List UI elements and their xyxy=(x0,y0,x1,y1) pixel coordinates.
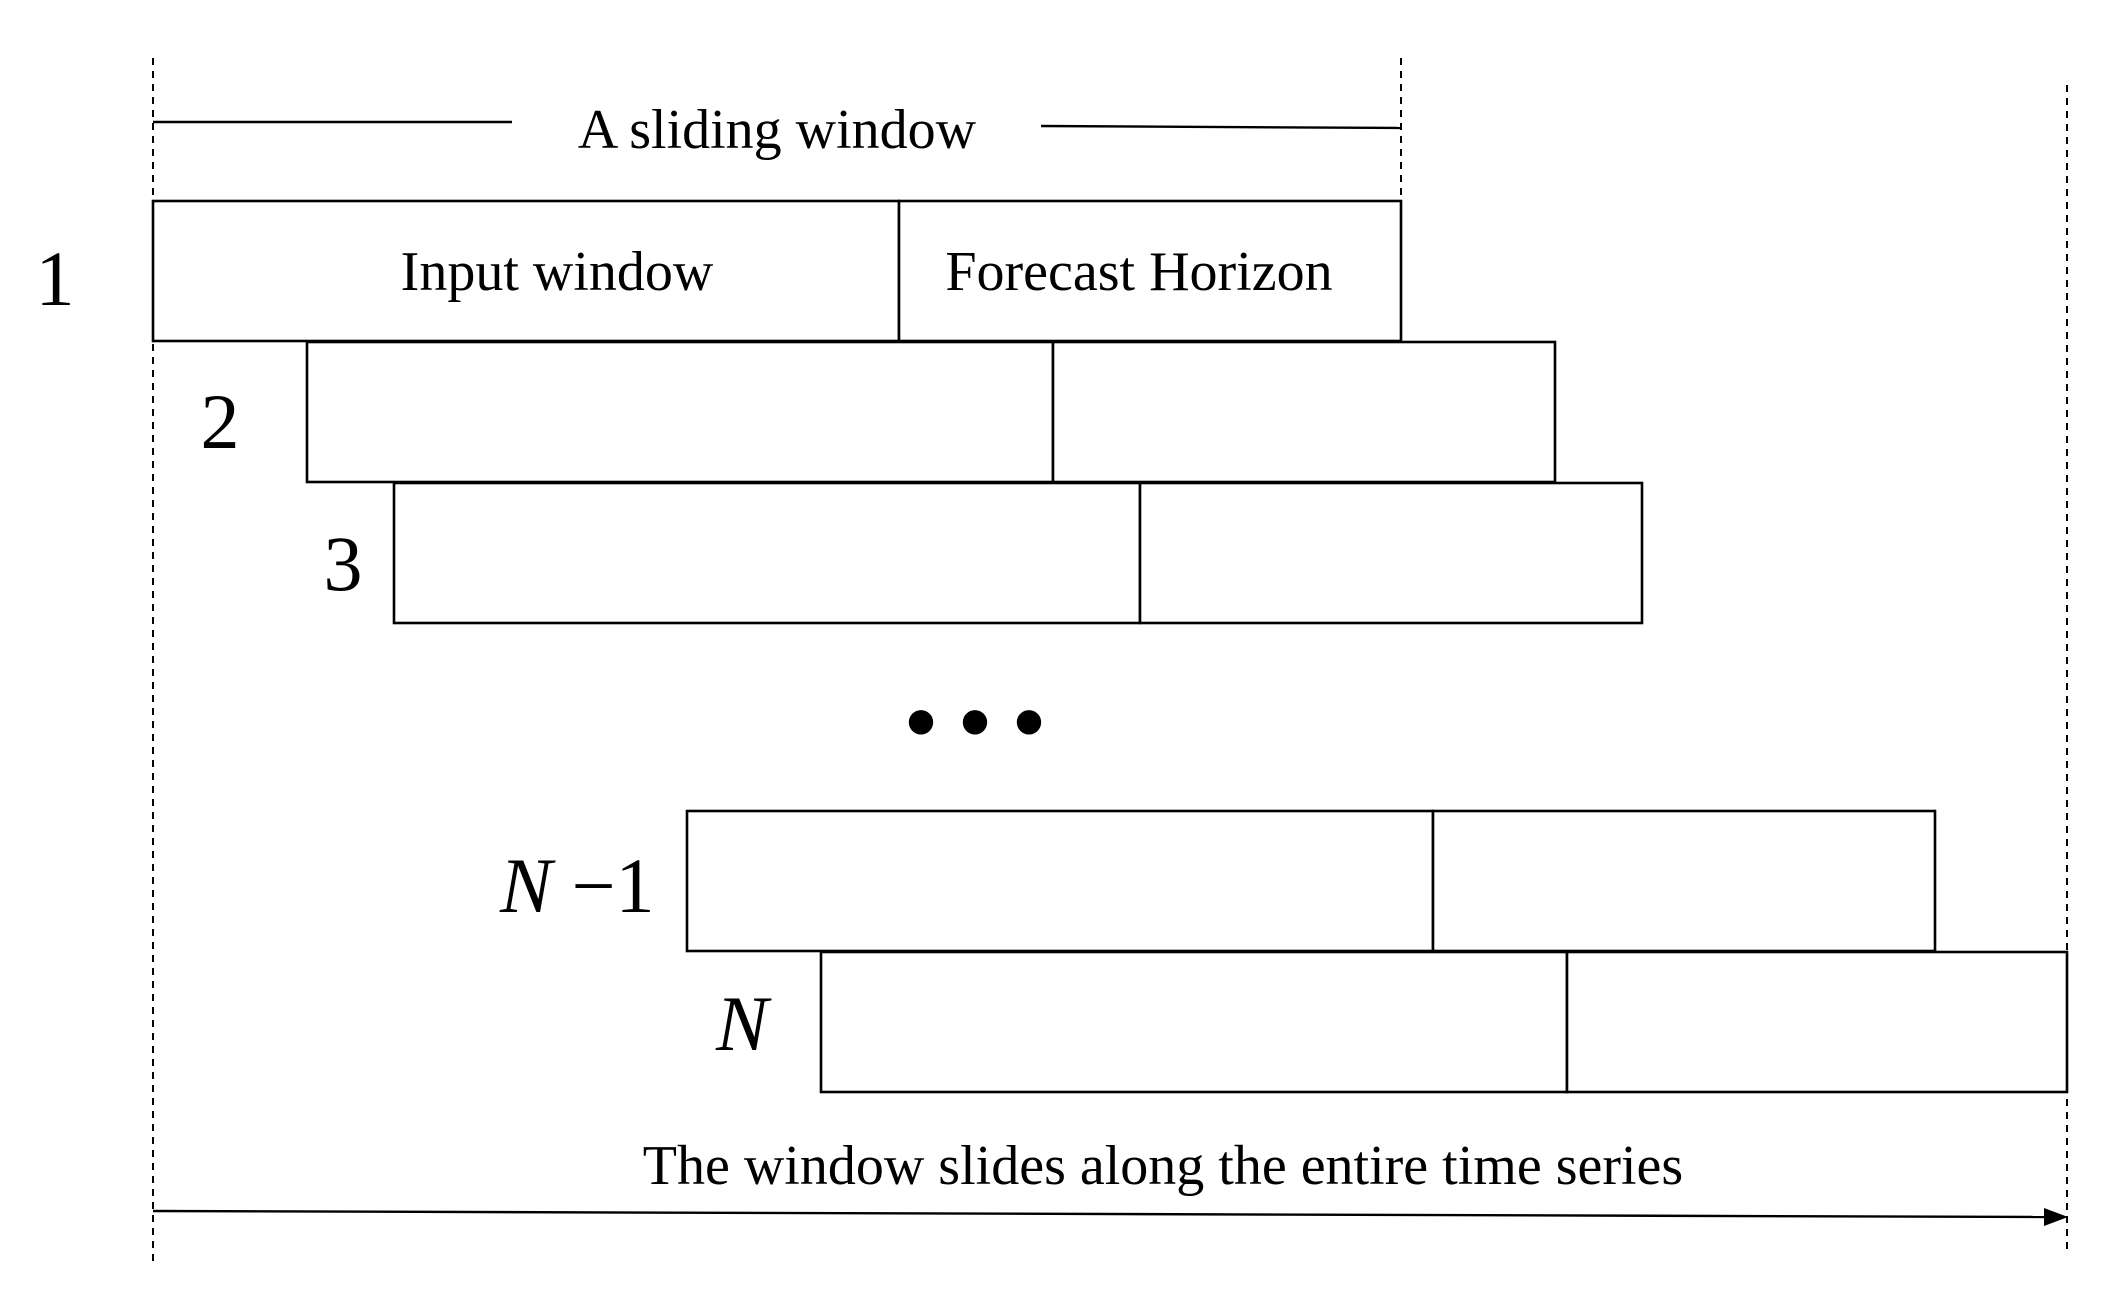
row-label-minus-one: −1 xyxy=(552,842,655,929)
slides-along-series-caption: The window slides along the entire time … xyxy=(643,1135,1683,1197)
window-row-n-minus-1: N −1 xyxy=(499,809,1937,953)
input-window-box xyxy=(819,950,1569,1094)
time-series-arrow-shaft xyxy=(152,1209,2051,1219)
row-label-n-symbol: N xyxy=(499,842,556,929)
window-row-1: Input window Forecast Horizon 1 xyxy=(36,199,1403,343)
input-window-label: Input window xyxy=(401,241,714,303)
row-label-1: 1 xyxy=(36,235,75,322)
ellipsis: • • • xyxy=(905,673,1045,772)
forecast-horizon-box xyxy=(1138,481,1644,625)
sliding-window-caption: A sliding window xyxy=(578,99,977,161)
window-row-2: 2 xyxy=(201,340,1557,484)
forecast-horizon-box xyxy=(1051,340,1557,484)
time-series-arrowhead-icon xyxy=(2044,1208,2068,1226)
window-row-3: 3 xyxy=(324,481,1644,625)
sliding-window-span-right xyxy=(1040,124,1402,130)
row-label-3: 3 xyxy=(324,520,363,607)
row-label-2: 2 xyxy=(201,378,240,465)
forecast-horizon-box xyxy=(1431,809,1937,953)
forecast-horizon-box xyxy=(1565,950,2069,1094)
input-window-box xyxy=(685,809,1435,953)
row-label-n: N xyxy=(715,980,772,1067)
forecast-horizon-label: Forecast Horizon xyxy=(945,241,1332,303)
input-window-box xyxy=(392,481,1142,625)
row-label-n-minus-1: N −1 xyxy=(499,842,655,929)
window-row-n: N xyxy=(715,950,2069,1094)
input-window-box xyxy=(151,199,901,343)
input-window-box xyxy=(305,340,1055,484)
